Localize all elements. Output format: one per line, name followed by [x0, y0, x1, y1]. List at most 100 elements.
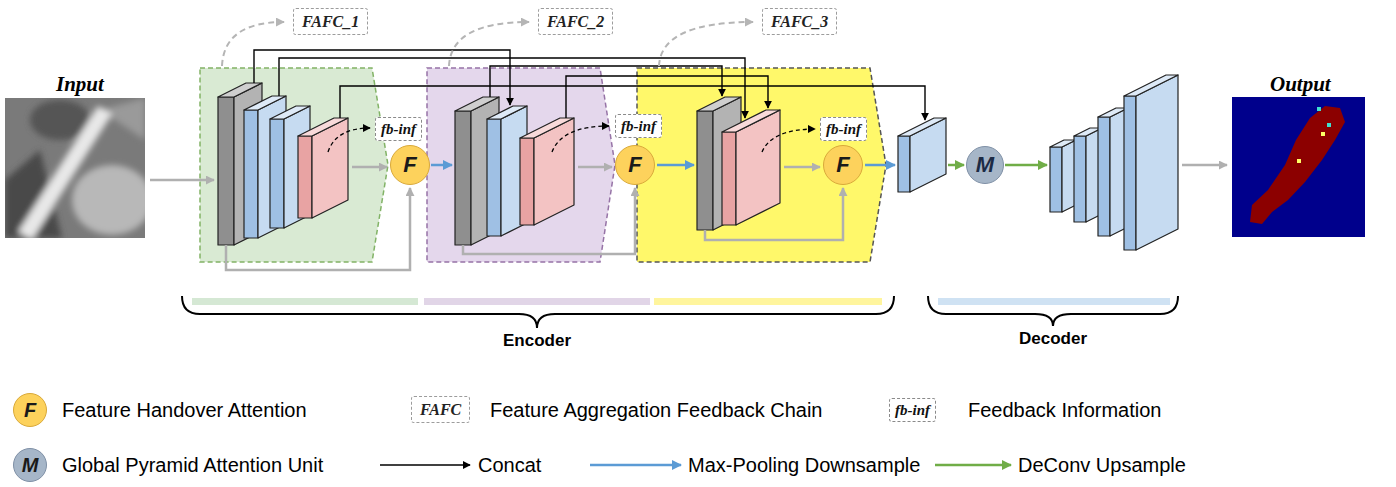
feedback-chain-box: FAFC_2: [538, 8, 613, 35]
flow-arrows: [150, 165, 1227, 270]
concat-lines: [490, 66, 722, 97]
input-image: [18, 106, 112, 238]
feature-map-block: [520, 118, 574, 225]
downsample-arrows: [431, 164, 452, 167]
block-front-face: [520, 138, 534, 225]
flow-arrows: [226, 188, 410, 270]
feedback-curves: [328, 128, 370, 152]
upsample-arrows: [948, 164, 964, 167]
legend-sample: fb-inf: [889, 398, 936, 422]
output-image: [1317, 107, 1321, 111]
legend-arrow: [380, 464, 470, 466]
decoder-bar: [938, 298, 1170, 305]
output-image: [1232, 97, 1365, 237]
legend-swatch: M: [13, 448, 47, 482]
legend-text: Feature Handover Attention: [62, 399, 307, 422]
block-front-face: [244, 110, 258, 238]
feature-map-block: [722, 110, 780, 225]
attention-circle: F: [390, 145, 430, 185]
block-front-face: [455, 111, 471, 245]
output-image: [1232, 97, 1365, 237]
feature-blocks: [218, 75, 1178, 250]
feedback-chain-box: FAFC_1: [293, 8, 368, 35]
fafc-curves: [659, 22, 753, 66]
encoder-region: [200, 68, 388, 262]
fafc-curves: [222, 22, 284, 66]
concat-lines: [254, 50, 925, 120]
decoder-brace: [928, 296, 1178, 326]
attention-circle: F: [615, 145, 655, 185]
output-image: [1327, 123, 1331, 127]
flow-arrows: [352, 166, 387, 169]
block-top-face: [898, 118, 946, 136]
encoder-region: [637, 68, 886, 262]
node-text: fb-inf: [381, 120, 416, 138]
block-top-face: [455, 97, 499, 111]
section-label: Encoder: [503, 331, 571, 351]
encoder-region: [427, 68, 615, 262]
legend-text: Feedback Information: [968, 399, 1161, 422]
block-top-face: [298, 118, 348, 136]
block-front-face: [1050, 147, 1062, 212]
block-front-face: [1124, 96, 1136, 250]
node-text: M: [976, 154, 994, 176]
block-top-face: [270, 106, 310, 119]
legend-text: DeConv Upsample: [1018, 454, 1186, 477]
block-top-face: [218, 83, 262, 97]
feature-map-block: [1124, 75, 1178, 250]
feedback-info-box: fb-inf: [615, 114, 662, 138]
block-top-face: [487, 106, 527, 119]
concat-lines: [279, 58, 745, 118]
output-image: [1250, 106, 1345, 224]
feedback-curves: [552, 126, 609, 152]
legend-symbol-text: F: [24, 400, 36, 420]
legend-arrow: [590, 464, 681, 467]
feedback-chain-box: FAFC_3: [762, 8, 837, 35]
panel-title: Output: [1270, 72, 1331, 97]
encoder-brace: [182, 296, 894, 328]
fafc-curves: [449, 22, 529, 66]
legend-text: Concat: [478, 454, 541, 477]
block-front-face: [270, 119, 284, 228]
feedback-info-box: fb-inf: [820, 117, 867, 141]
flow-arrows: [784, 166, 820, 169]
feedback-info-box: fb-inf: [375, 117, 422, 141]
block-front-face: [218, 97, 234, 245]
node-text: FAFC_1: [302, 12, 359, 31]
feature-map-block: [697, 97, 741, 230]
flow-arrows: [578, 166, 612, 169]
downsample-arrows: [657, 164, 694, 167]
attention-circle: M: [966, 146, 1004, 184]
block-top-face: [244, 96, 286, 110]
block-top-face: [697, 97, 741, 111]
feature-map-block: [1050, 140, 1076, 212]
flow-arrows: [705, 188, 843, 240]
node-text: fb-inf: [621, 117, 656, 135]
flow-arrows: [150, 179, 214, 182]
feature-map-block: [898, 118, 946, 192]
block-front-face: [487, 119, 501, 236]
node-text: FAFC_2: [547, 12, 604, 31]
legend-sample: FAFC: [411, 396, 470, 423]
encoder-bar: [424, 298, 650, 305]
node-text: fb-inf: [826, 120, 861, 138]
block-side-face: [1136, 75, 1178, 250]
flow-arrows: [1182, 164, 1227, 167]
downsample-arrows: [865, 164, 895, 167]
upsample-arrows: [1005, 164, 1047, 167]
input-image: [72, 165, 145, 235]
block-front-face: [298, 136, 312, 218]
block-top-face: [1050, 140, 1076, 147]
node-text: F: [403, 154, 416, 176]
legend-swatch: F: [13, 393, 47, 427]
block-front-face: [1098, 117, 1110, 236]
encoder-bar: [654, 298, 882, 305]
block-front-face: [1074, 136, 1086, 222]
legend-arrow: [935, 464, 1011, 467]
block-top-face: [722, 110, 780, 132]
legend-symbol-text: fb-inf: [895, 401, 930, 419]
output-image: [1297, 159, 1301, 163]
legend-text: Global Pyramid Attention Unit: [62, 454, 323, 477]
feature-map-block: [298, 118, 348, 218]
